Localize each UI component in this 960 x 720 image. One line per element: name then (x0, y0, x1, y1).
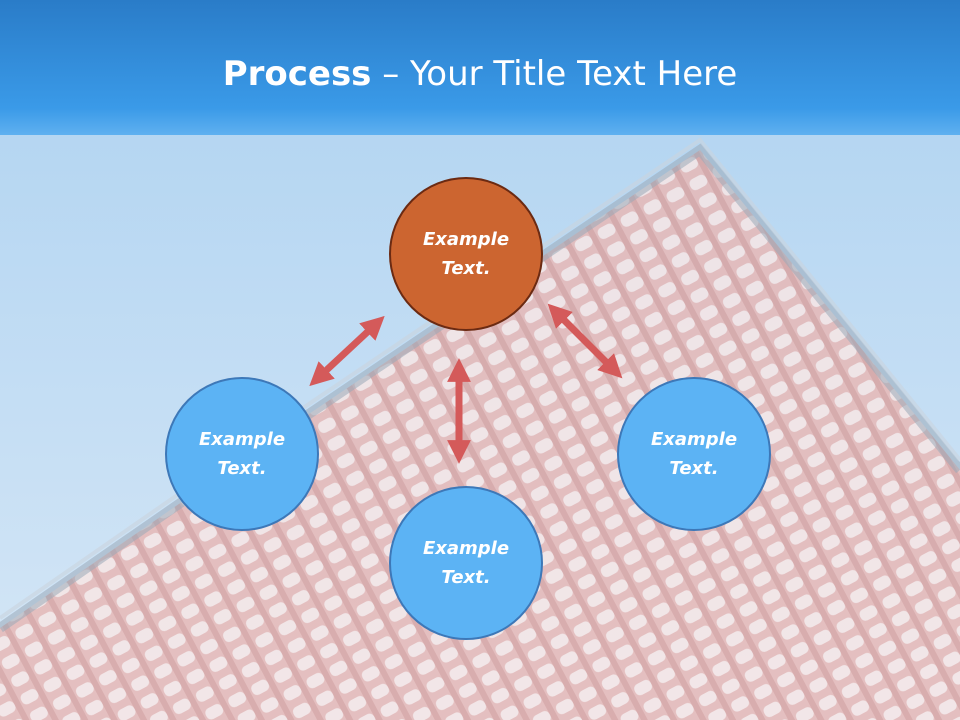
node-text-line2: Text. (441, 258, 491, 279)
node-right[interactable]: Example Text. (617, 377, 771, 531)
node-text-line1: Example (422, 229, 510, 250)
header-band (0, 0, 960, 135)
double-headed-arrow-icon (547, 303, 623, 379)
title-bold: Process (222, 54, 372, 94)
double-headed-arrow-icon (309, 315, 385, 387)
node-text-line1: Example (198, 429, 286, 450)
node-top[interactable]: Example Text. (389, 177, 543, 331)
node-bottom[interactable]: Example Text. (389, 486, 543, 640)
node-text-line2: Text. (669, 458, 719, 479)
node-text-line2: Text. (441, 567, 491, 588)
node-text-line1: Example (422, 538, 510, 559)
node-text-line1: Example (650, 429, 738, 450)
node-text-line2: Text. (217, 458, 267, 479)
slide-title: Process – Your Title Text Here (0, 52, 960, 96)
node-left[interactable]: Example Text. (165, 377, 319, 531)
title-rest: – Your Title Text Here (371, 54, 738, 94)
